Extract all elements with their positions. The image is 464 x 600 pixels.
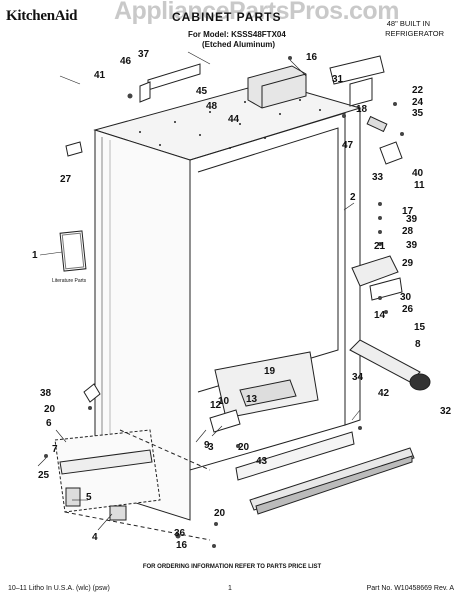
callout-44: 44 — [228, 114, 240, 125]
callout-17: 17 — [402, 206, 414, 217]
callout-21: 21 — [374, 241, 386, 252]
base-frame-6 — [54, 429, 161, 513]
callout-46: 46 — [120, 56, 132, 67]
literature-parts-label: Literature Parts — [52, 278, 87, 284]
callout-3: 3 — [208, 442, 214, 453]
bracket-33 — [379, 141, 403, 165]
hinge-assembly-21 — [351, 255, 399, 287]
callout-39: 39 — [406, 240, 418, 251]
callout-24: 24 — [412, 97, 424, 108]
callout-4: 4 — [92, 532, 98, 543]
callout-42: 42 — [378, 388, 390, 399]
callout-13: 13 — [246, 394, 258, 405]
finish-label: (Etched Aluminum) — [202, 40, 276, 49]
kick-plate — [255, 455, 413, 515]
callout-20: 20 — [238, 442, 250, 453]
litho-info: 10–11 Litho In U.S.A. (wlc) (psw) — [8, 585, 110, 592]
drain-tube-13 — [239, 379, 297, 407]
top-holes — [139, 99, 321, 149]
callout-39: 39 — [406, 214, 418, 225]
roller-assembly-7 — [59, 449, 153, 475]
callout-16: 16 — [306, 52, 318, 63]
callout-7: 7 — [52, 444, 58, 455]
callout-28: 28 — [402, 226, 414, 237]
callout-45: 45 — [196, 86, 208, 97]
cabinet-front-frame — [189, 112, 346, 471]
spec-size: 48" BUILT IN — [386, 19, 430, 28]
brand-logo: KitchenAid — [6, 8, 78, 24]
ordering-note: FOR ORDERING INFORMATION REFER TO PARTS … — [142, 564, 322, 570]
leader-lines — [37, 51, 361, 531]
callout-32: 32 — [440, 406, 452, 417]
callout-12: 12 — [210, 400, 222, 411]
top-bracket-48 — [147, 63, 201, 91]
callout-48: 48 — [206, 101, 218, 112]
top-bracket-41 — [139, 81, 151, 103]
callout-11: 11 — [414, 180, 425, 191]
callout-layer: 1234567891011121314151616171819202020212… — [32, 49, 452, 551]
callout-29: 29 — [402, 258, 414, 269]
callout-30: 30 — [400, 292, 412, 303]
callout-19: 19 — [264, 366, 276, 377]
callout-20: 20 — [214, 508, 226, 519]
cap-8 — [409, 373, 431, 391]
callout-8: 8 — [415, 339, 421, 350]
callout-9: 9 — [204, 440, 210, 451]
callout-31: 31 — [332, 74, 344, 85]
callout-14: 14 — [374, 310, 386, 321]
callout-27: 27 — [60, 174, 72, 185]
literature-book — [59, 230, 87, 272]
bracket-38 — [83, 383, 101, 403]
cabinet-left-side — [94, 129, 191, 521]
leveling-leg-5 — [65, 487, 81, 507]
callout-1: 1 — [32, 250, 38, 261]
callout-25: 25 — [38, 470, 50, 481]
part-number: Part No. W10458669 Rev. A — [366, 585, 454, 592]
callout-40: 40 — [412, 168, 424, 179]
hinge-pin-24 — [366, 115, 388, 133]
callout-2: 2 — [350, 192, 356, 203]
callout-33: 33 — [372, 172, 384, 183]
callout-22: 22 — [412, 85, 424, 96]
callout-5: 5 — [86, 492, 92, 503]
callout-38: 38 — [40, 388, 52, 399]
callout-37: 37 — [138, 49, 150, 60]
callout-34: 34 — [352, 372, 364, 383]
callout-18: 18 — [356, 104, 368, 115]
base-grille-43 — [235, 431, 355, 481]
page-title: CABINET PARTS — [172, 10, 282, 24]
cabinet-inner-opening — [197, 127, 339, 393]
roller-4 — [109, 505, 127, 521]
callout-41: 41 — [94, 70, 106, 81]
screws — [44, 56, 404, 548]
callout-20: 20 — [44, 404, 56, 415]
callout-36: 36 — [174, 528, 186, 539]
callout-15: 15 — [414, 322, 426, 333]
callout-16: 16 — [176, 540, 188, 551]
page-number: 1 — [228, 585, 232, 592]
watermark: AppliancePartsPros.com — [114, 0, 399, 25]
callout-35: 35 — [412, 108, 424, 119]
hinge-plate-31 — [329, 55, 385, 85]
hinge-18 — [349, 77, 373, 107]
bracket-29 — [369, 277, 403, 301]
callout-6: 6 — [46, 418, 52, 429]
dispenser-rod-15 — [349, 339, 421, 383]
cover-12 — [209, 409, 241, 433]
callout-10: 10 — [218, 396, 230, 407]
model-number: For Model: KSSS48FTX04 — [188, 30, 286, 39]
spec-type: REFRIGERATOR — [385, 29, 444, 38]
callout-26: 26 — [402, 304, 414, 315]
clip-27 — [65, 141, 83, 157]
callout-43: 43 — [256, 456, 268, 467]
callout-47: 47 — [342, 140, 354, 151]
